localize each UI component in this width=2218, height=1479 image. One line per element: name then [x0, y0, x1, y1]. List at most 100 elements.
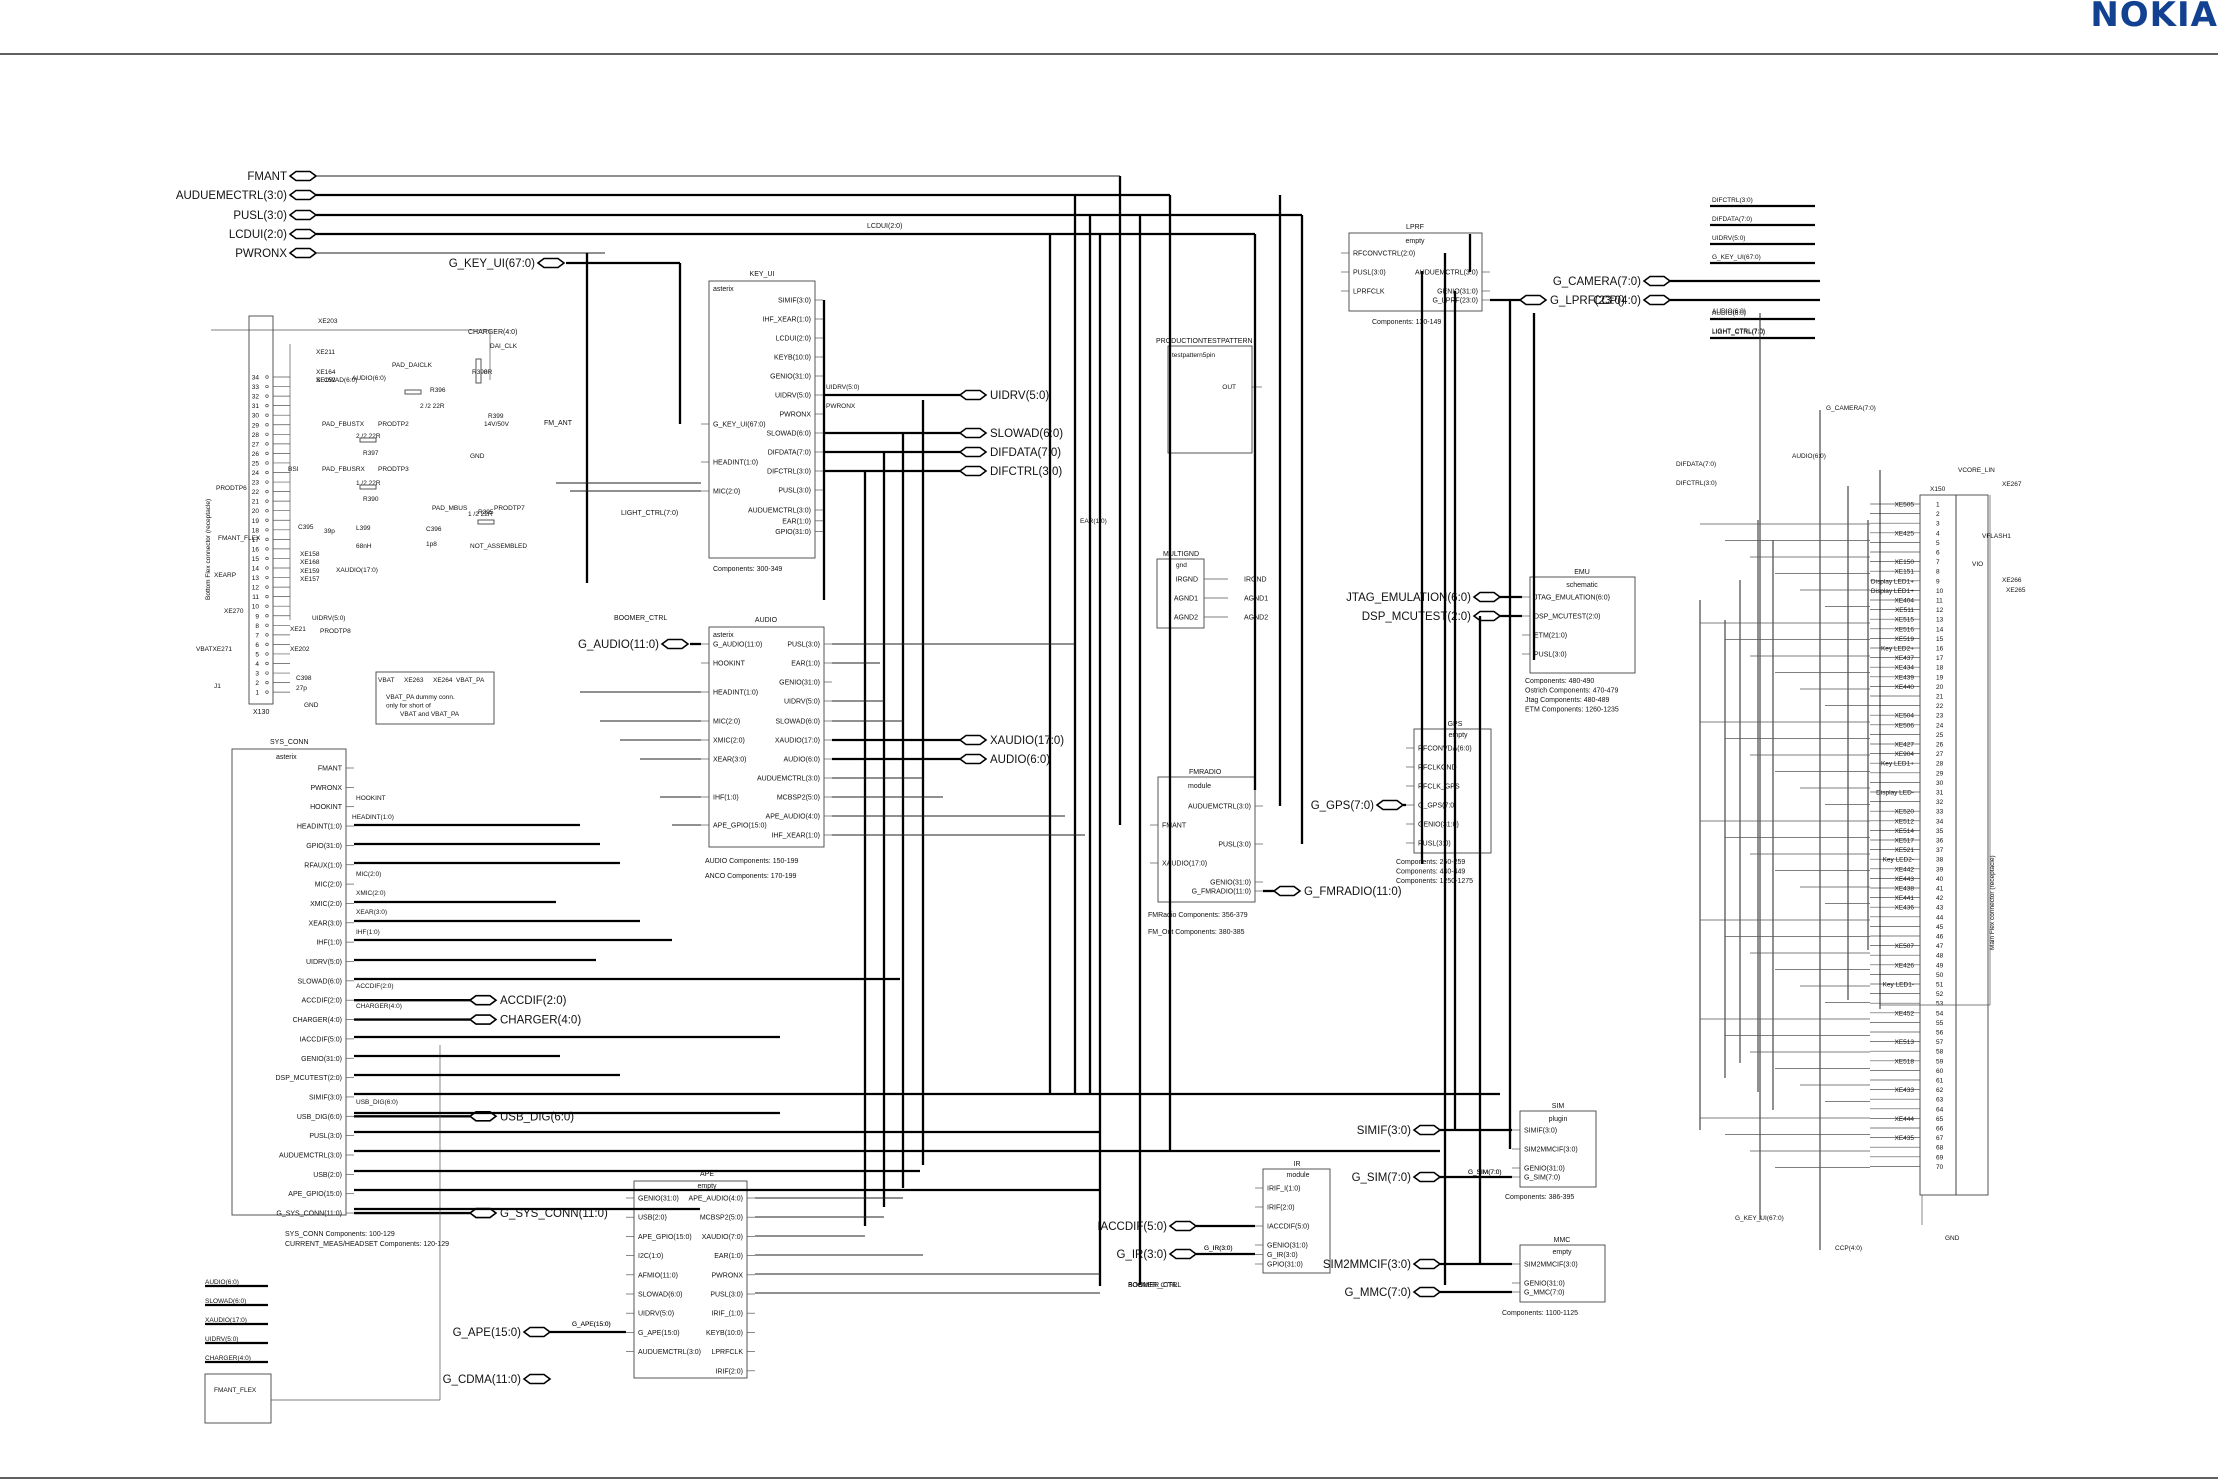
key-ui-pin-difctrl-3-0: DIFCTRL(3:0) — [767, 469, 811, 476]
port-g-sim-7-0: G_SIM(7:0) — [1352, 1172, 1412, 1184]
x150-pin-52: 52 — [1936, 991, 1944, 998]
key-ui-pin-pwronx: PWRONX — [780, 412, 812, 419]
audio-pin-hookint: HOOKINT — [713, 661, 746, 668]
x130-label-6: PAD_DAICLK — [392, 362, 433, 369]
right-bus-label-10: GND — [1945, 1235, 1960, 1242]
resistor — [477, 519, 495, 525]
x150-signal-xe513-37: XE513 — [1894, 1039, 1914, 1046]
x150-signal-xe435-41: XE435 — [1894, 1135, 1914, 1142]
right-ports: G_CAMERA(7:0)CCP(4:0) — [1553, 275, 1820, 307]
x150-connector: 1234567891011121314151617181920212223242… — [1676, 308, 2026, 1252]
audio-pin-uidrv-5-0: UIDRV(5:0) — [784, 699, 820, 706]
x150-pin-49: 49 — [1936, 962, 1944, 969]
x130-label-31: 68nH — [356, 543, 372, 550]
x130-pin-dot — [265, 566, 269, 570]
boomer-ctrl-label: BOOMER_CTRL — [1128, 1282, 1181, 1289]
audio-pin-xear-3-0: XEAR(3:0) — [713, 757, 746, 764]
x150-pin-47: 47 — [1936, 943, 1944, 950]
port-ccp-4-0-shape — [1642, 294, 1672, 306]
legend-slowad-6-0: SLOWAD(6:0) — [205, 1298, 246, 1305]
gps-subtitle: empty — [1448, 732, 1468, 739]
port-accdif-2-0: ACCDIF(2:0) — [500, 995, 567, 1007]
x150-signal-xe515-8: XE515 — [1894, 617, 1914, 624]
x150-pin-50: 50 — [1936, 972, 1944, 979]
x130-label-26: R395 — [478, 509, 494, 516]
x130-label-42: XAUDIO(17:0) — [336, 567, 378, 574]
port-pwronx: PWRONX — [235, 248, 287, 260]
ape-pin-i2c-1-0: I2C(1:0) — [638, 1253, 663, 1260]
x150-pin-39: 39 — [1936, 866, 1944, 873]
right-bus-label-12: CCP(4:0) — [1835, 1245, 1862, 1252]
x150-pin-17: 17 — [1936, 655, 1944, 662]
port-auduemectrl-3-0-shape — [288, 189, 318, 201]
multignd-title: MULTIGND — [1163, 551, 1199, 558]
right-top-bus-difctrl-3-0: DIFCTRL(3:0) — [1712, 197, 1753, 204]
sim-ports: SIMIF(3:0)G_SIM(7:0)SIM2MMCIF(3:0)G_MMC(… — [1323, 1124, 1512, 1299]
x130-label-45: XE202 — [290, 646, 310, 653]
x150-pin-64: 64 — [1936, 1106, 1944, 1113]
net-boomer-ctrl: BOOMER_CTRL — [614, 615, 667, 622]
mmc-title: MMC — [1554, 1237, 1571, 1244]
hier-label-12: EAR(1:0) — [1080, 518, 1107, 525]
x130-label-15: PAD_FBUSTX — [322, 421, 365, 428]
right-top-bus-light-ctrl-7-0: LIGHT_CTRL(7:0) — [1712, 329, 1765, 336]
x150-pin-54: 54 — [1936, 1010, 1944, 1017]
ape-pin-pusl-3-0: PUSL(3:0) — [710, 1292, 743, 1299]
x130-pin-dot — [265, 604, 269, 608]
ape-pin-ape-gpio-15-0: APE_GPIO(15:0) — [638, 1234, 692, 1241]
resistor — [359, 484, 377, 490]
x150-pin-56: 56 — [1936, 1030, 1944, 1037]
key-ui-subtitle: asterix — [713, 286, 734, 293]
port-jtag-emulation-6-0: JTAG_EMULATION(6:0) — [1346, 592, 1471, 604]
ape-pin-xaudio-7-0: XAUDIO(7:0) — [702, 1234, 743, 1241]
x150-pin-9: 9 — [1936, 578, 1940, 585]
x150-signal-xe265-44: XE265 — [2006, 587, 2026, 594]
x130-pin-dot — [265, 461, 269, 465]
x150-pin-10: 10 — [1936, 588, 1944, 595]
x150-pin-29: 29 — [1936, 770, 1944, 777]
x130-pin-dot — [265, 499, 269, 503]
x130-pin-dot — [265, 442, 269, 446]
port-usb-dig-6-0: USB_DIG(6:0) — [500, 1111, 574, 1123]
x130-pin-34: 34 — [252, 375, 260, 382]
audio-pin-headint-1-0: HEADINT(1:0) — [713, 690, 758, 697]
ir-ports: IACCDIF(5:0)G_IR(3:0)G_IR(3:0) — [1097, 1220, 1255, 1261]
port-iaccdif-5-0-shape — [1168, 1220, 1198, 1232]
x150-pin-24: 24 — [1936, 722, 1944, 729]
port-slowad-6-0-shape — [958, 427, 988, 439]
x150-signal-xe433-39: XE433 — [1894, 1087, 1914, 1094]
x150-pin-65: 65 — [1936, 1116, 1944, 1123]
x150-pin-2: 2 — [1936, 511, 1940, 518]
port-pwronx-shape — [288, 247, 318, 259]
ape-pin-irif-1-0: IRIF_(1:0) — [711, 1311, 743, 1318]
x130-label-18: 2 /2 22R — [356, 433, 381, 440]
gps-pin-rfclk-gps: RFCLK_GPS — [1418, 784, 1460, 791]
x150-pin-68: 68 — [1936, 1145, 1944, 1152]
production-testpattern-block: PRODUCTIONTESTPATTERN testpattern5pin OU… — [1156, 338, 1262, 454]
sys-conn-pin-ape-gpio-15-0: APE_GPIO(15:0) — [288, 1191, 342, 1198]
x130-pin-dot — [265, 652, 269, 656]
sys-conn-note-1: SYS_CONN Components: 100-129 — [285, 1231, 395, 1238]
port-g-audio-11-0-shape — [660, 638, 690, 650]
x130-pin-15: 15 — [252, 556, 260, 563]
x130-pin-dot — [265, 470, 269, 475]
multignd-pin-agnd2: AGND2 — [1174, 615, 1198, 622]
key-ui-pin-ear-1-0: EAR(1:0) — [782, 518, 811, 525]
x130-pin-17: 17 — [252, 537, 260, 544]
hierarchy-labels: HOOKINTHEADINT(1:0)MIC(2:0)XMIC(2:0)XEAR… — [352, 384, 1502, 1328]
sys-conn-pin-pwronx: PWRONX — [311, 785, 343, 792]
right-bus-label-6: VCORE_LIN — [1958, 467, 1995, 474]
x150-signal-xe437-12: XE437 — [1894, 655, 1914, 662]
x150-signal-xe514-24: XE514 — [1894, 828, 1914, 835]
sys-conn-pin-hookint: HOOKINT — [310, 804, 343, 811]
key-ui-block: KEY_UI asterix SIMIF(3:0)IHF_XEAR(1:0)LC… — [701, 271, 823, 573]
key-ui-pin-gpio-31-0: GPIO(31:0) — [775, 529, 811, 536]
x130-pin-18: 18 — [252, 527, 260, 534]
main-flex-connector-label: Main Flex connector (receptacle) — [1989, 855, 1996, 950]
multignd-pin-irgnd: IRGND — [1175, 577, 1198, 584]
x150-signal-xe439-14: XE439 — [1894, 674, 1914, 681]
x130-label-12: 0R — [484, 369, 493, 376]
x130-label-39: XE168 — [300, 559, 320, 566]
right-bus-label-5: DIFCTRL(3:0) — [1676, 480, 1717, 487]
port-g-cdma-11-0-shape — [522, 1373, 552, 1385]
